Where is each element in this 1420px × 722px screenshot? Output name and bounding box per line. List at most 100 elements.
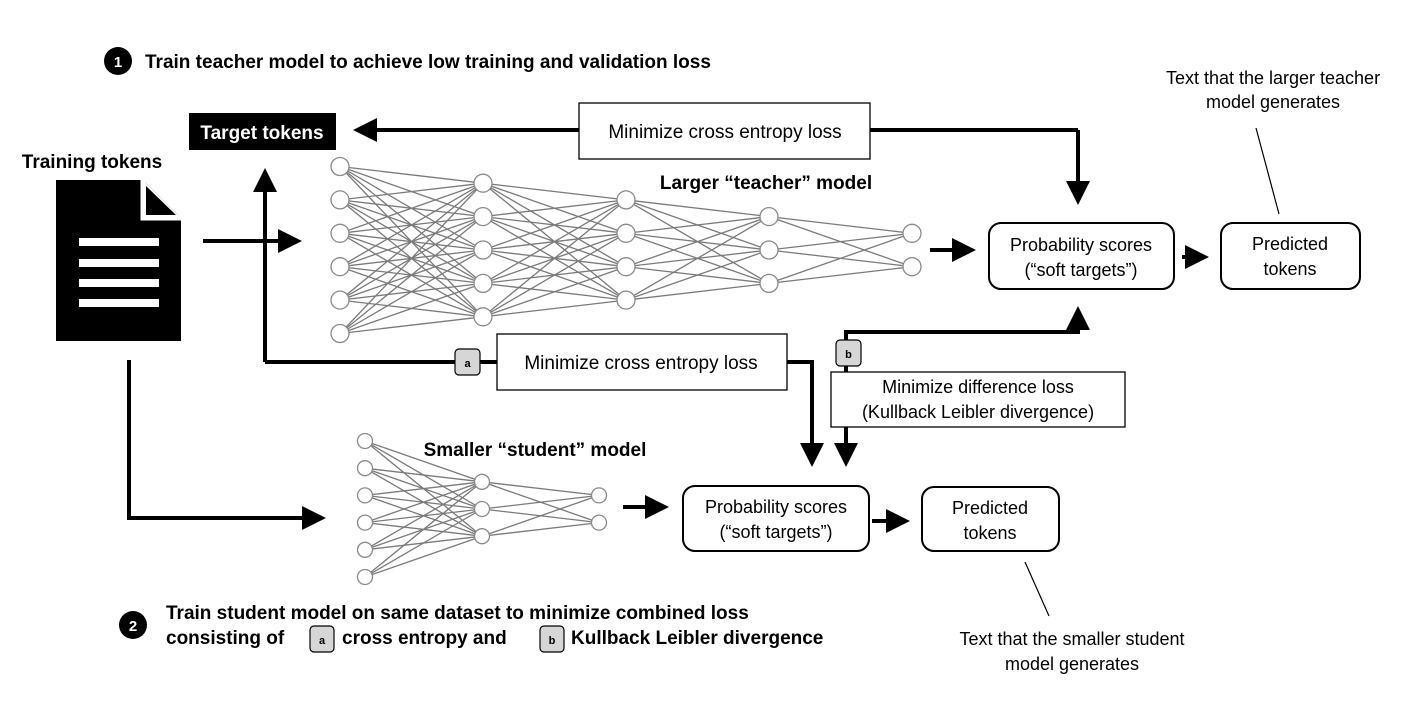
network-edge	[768, 215, 913, 234]
student-pred-line1: Predicted	[952, 498, 1028, 518]
network-edge	[481, 481, 600, 497]
network-node	[473, 206, 493, 227]
network-edge	[482, 199, 627, 218]
network-edge	[625, 215, 770, 268]
network-node	[759, 240, 779, 260]
network-edge	[364, 481, 483, 578]
network-edge	[364, 535, 483, 578]
network-node	[356, 514, 374, 531]
network-node	[330, 156, 350, 177]
network-edge	[339, 216, 484, 335]
step-2-line1: Train student model on same dataset to m…	[166, 603, 749, 624]
network-edge	[364, 508, 483, 578]
network-node	[590, 487, 608, 504]
network-edge	[625, 249, 770, 301]
network-edge	[339, 282, 484, 335]
kl-to-teacher-prob-arrow	[844, 306, 1090, 340]
teacher-cross-entropy-box: Minimize cross entropy loss	[578, 102, 871, 160]
ce-loss-to-student-arrow	[787, 360, 824, 467]
teacher-pred-line1: Predicted	[1252, 234, 1328, 254]
network-edge	[364, 467, 483, 483]
teacher-annotation-pointer	[1255, 127, 1280, 215]
document-icon	[56, 180, 181, 341]
network-node	[330, 257, 350, 277]
network-node	[356, 460, 374, 477]
step-2-badge-b	[539, 625, 565, 653]
network-node	[330, 190, 350, 210]
network-edge	[339, 182, 484, 334]
network-edge	[339, 182, 484, 234]
step-2-heading: 2 Train student model on same dataset to…	[119, 603, 823, 653]
network-node	[330, 223, 350, 243]
network-edge	[481, 521, 600, 537]
kl-divergence-box: Minimize difference loss (Kullback Leibl…	[830, 371, 1126, 428]
training-tokens-label: Training tokens	[22, 152, 162, 173]
network-edge	[768, 266, 913, 285]
badge-b-label: b	[845, 349, 852, 361]
network-node	[356, 568, 374, 586]
network-edge	[482, 199, 627, 318]
student-network	[356, 432, 608, 586]
step-2-number-badge	[119, 611, 147, 639]
student-cross-entropy-text: Minimize cross entropy loss	[524, 353, 757, 374]
teacher-prob-line1: Probability scores	[1010, 235, 1152, 255]
step-2-line2-mid: cross entropy and	[342, 628, 507, 649]
network-edge	[768, 232, 913, 285]
student-prob-line2: (“soft targets”)	[719, 522, 832, 542]
network-node	[330, 290, 350, 310]
tokens-to-student-arrow	[127, 360, 326, 530]
network-edge	[481, 494, 600, 537]
step-2-line2-suffix: Kullback Leibler divergence	[571, 628, 823, 649]
network-edge	[625, 216, 770, 301]
step-2-badge-a-label: a	[319, 635, 326, 647]
student-cross-entropy-box: Minimize cross entropy loss	[496, 333, 788, 391]
teacher-predicted-tokens-box: Predicted tokens	[1220, 222, 1361, 290]
step-2-badge-b-label: b	[549, 635, 556, 647]
network-node	[473, 240, 493, 260]
teacher-annotation-line2: model generates	[1206, 92, 1340, 112]
network-node	[759, 206, 779, 227]
network-node	[356, 487, 374, 504]
student-probability-box: Probability scores (“soft targets”)	[682, 485, 870, 552]
step-1-text: Train teacher model to achieve low train…	[145, 52, 711, 73]
network-edge	[625, 282, 770, 301]
network-node	[473, 173, 493, 193]
kl-line2: (Kullback Leibler divergence)	[862, 402, 1094, 422]
network-edge	[364, 481, 483, 524]
target-tokens-box: Target tokens	[189, 113, 336, 150]
network-edge	[482, 199, 627, 284]
network-edge	[339, 182, 484, 201]
teacher-model-label: Larger “teacher” model	[660, 173, 872, 194]
network-edge	[482, 232, 627, 318]
step-2-badge-a	[309, 625, 335, 653]
student-prob-line1: Probability scores	[705, 497, 847, 517]
student-annotation-pointer	[1024, 561, 1050, 617]
network-edge	[364, 440, 483, 483]
kl-line1: Minimize difference loss	[882, 377, 1074, 397]
network-node	[616, 290, 636, 310]
network-edge	[482, 266, 627, 318]
target-tokens-label: Target tokens	[200, 123, 323, 144]
teacher-probability-box: Probability scores (“soft targets”)	[988, 222, 1175, 290]
student-annotation-line1: Text that the smaller student	[959, 629, 1184, 649]
network-edge	[481, 494, 600, 510]
student-model-label: Smaller “student” model	[424, 440, 647, 461]
network-node	[616, 223, 636, 243]
network-edge	[339, 316, 484, 335]
network-edge	[625, 215, 770, 234]
network-node	[759, 273, 779, 294]
badge-a-label: a	[464, 358, 471, 370]
badge-b: b	[835, 339, 862, 367]
network-node	[902, 257, 922, 277]
network-edge	[768, 232, 913, 251]
network-node	[902, 223, 922, 243]
network-edge	[482, 199, 627, 251]
step-1-number-badge	[104, 47, 132, 75]
network-edge	[482, 182, 627, 201]
step-1-heading: 1 Train teacher model to achieve low tra…	[104, 47, 711, 75]
teacher-network	[330, 156, 922, 344]
network-edge	[339, 182, 484, 268]
student-annotation-line2: model generates	[1005, 654, 1139, 674]
network-node	[473, 528, 491, 545]
